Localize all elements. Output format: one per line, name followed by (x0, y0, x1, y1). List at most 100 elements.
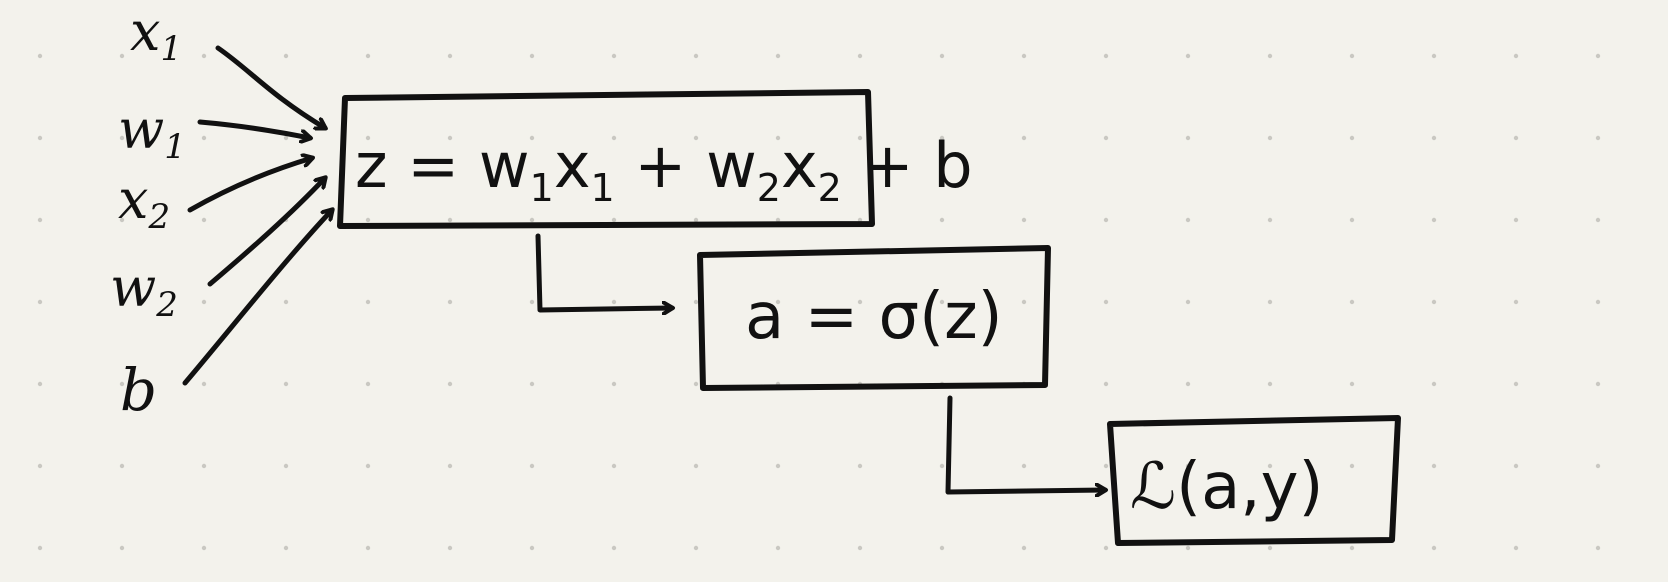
grid-dot (775, 299, 781, 305)
grid-dot (1595, 545, 1601, 551)
grid-dot (1021, 463, 1027, 469)
grid-dot (857, 53, 863, 59)
grid-dot (1267, 299, 1273, 305)
grid-dot (1185, 463, 1191, 469)
grid-dot (119, 545, 125, 551)
grid-dot (1103, 545, 1109, 551)
grid-dot (611, 135, 617, 141)
input-w1: w1 (118, 98, 186, 167)
grid-dot (693, 217, 699, 223)
grid-dot (775, 545, 781, 551)
grid-dot (611, 381, 617, 387)
grid-dot (119, 463, 125, 469)
grid-dot (283, 545, 289, 551)
grid-dot (37, 53, 43, 59)
grid-dot (447, 135, 453, 141)
grid-dot (1513, 53, 1519, 59)
grid-dot (1513, 463, 1519, 469)
grid-dot (857, 545, 863, 551)
grid-dot (1595, 217, 1601, 223)
activation-node-equation: a = σ(z) (745, 280, 1003, 354)
grid-dot (1349, 135, 1355, 141)
grid-dot (775, 217, 781, 223)
grid-dot (1349, 53, 1355, 59)
grid-dot (1103, 53, 1109, 59)
grid-dot (37, 135, 43, 141)
grid-dot (1513, 545, 1519, 551)
grid-dot (283, 53, 289, 59)
grid-dot (1595, 135, 1601, 141)
grid-dot (1431, 299, 1437, 305)
grid-dot (1349, 299, 1355, 305)
grid-dot (1103, 381, 1109, 387)
grid-dot (1349, 463, 1355, 469)
grid-dot (693, 545, 699, 551)
grid-dot (1021, 545, 1027, 551)
grid-dot (1103, 463, 1109, 469)
input-x2: x2 (118, 168, 170, 237)
grid-dot (611, 53, 617, 59)
grid-dot (611, 299, 617, 305)
grid-dot (447, 217, 453, 223)
grid-dot (529, 53, 535, 59)
grid-dot (201, 463, 207, 469)
grid-dot (365, 381, 371, 387)
grid-dot (857, 463, 863, 469)
grid-dot (119, 53, 125, 59)
grid-dot (1349, 217, 1355, 223)
grid-dot (1431, 135, 1437, 141)
grid-dot (611, 463, 617, 469)
activation-node: a = σ(z) (697, 245, 1051, 391)
grid-dot (119, 381, 125, 387)
arrow-linear-to-activation (535, 233, 672, 310)
arrow-x2 (187, 158, 312, 213)
input-arrows (182, 45, 332, 386)
grid-dot (1185, 217, 1191, 223)
grid-dot (1513, 299, 1519, 305)
input-labels: x1 w1 x2 w2 b (110, 0, 186, 424)
grid-dot (775, 135, 781, 141)
grid-dot (283, 135, 289, 141)
grid-dot (1267, 53, 1273, 59)
grid-dot (1595, 381, 1601, 387)
grid-dot (529, 545, 535, 551)
grid-dot (1021, 217, 1027, 223)
activation-node-box (697, 245, 1051, 391)
grid-dot (365, 53, 371, 59)
grid-dot (283, 463, 289, 469)
grid-dot (119, 217, 125, 223)
grid-dot (1185, 135, 1191, 141)
linear-node-equation: z = w1x1 + w2x2 + b (355, 129, 973, 210)
grid-dot (119, 135, 125, 141)
grid-dot (939, 299, 945, 305)
grid-dot (1595, 299, 1601, 305)
grid-dot (775, 463, 781, 469)
grid-dot (201, 135, 207, 141)
grid-dot (1267, 463, 1273, 469)
grid-dot (201, 217, 207, 223)
input-w2: w2 (110, 256, 178, 325)
grid-dot (1267, 217, 1273, 223)
grid-dot (201, 53, 207, 59)
grid-dot (37, 381, 43, 387)
arrow-w1 (197, 119, 310, 138)
grid-dot (1513, 381, 1519, 387)
grid-dot (37, 217, 43, 223)
dot-grid (37, 53, 1601, 551)
arrow-b (182, 210, 332, 386)
grid-dot (529, 217, 535, 223)
grid-dot (447, 545, 453, 551)
grid-dot (775, 53, 781, 59)
grid-dot (1431, 217, 1437, 223)
grid-dot (529, 463, 535, 469)
grid-dot (365, 217, 371, 223)
grid-dot (365, 463, 371, 469)
input-x1: x1 (130, 0, 182, 69)
loss-node: ℒ(a,y) (1107, 415, 1401, 546)
grid-dot (283, 299, 289, 305)
grid-dot (1103, 299, 1109, 305)
grid-dot (939, 463, 945, 469)
grid-dot (1349, 381, 1355, 387)
loss-node-equation: ℒ(a,y) (1130, 450, 1323, 524)
